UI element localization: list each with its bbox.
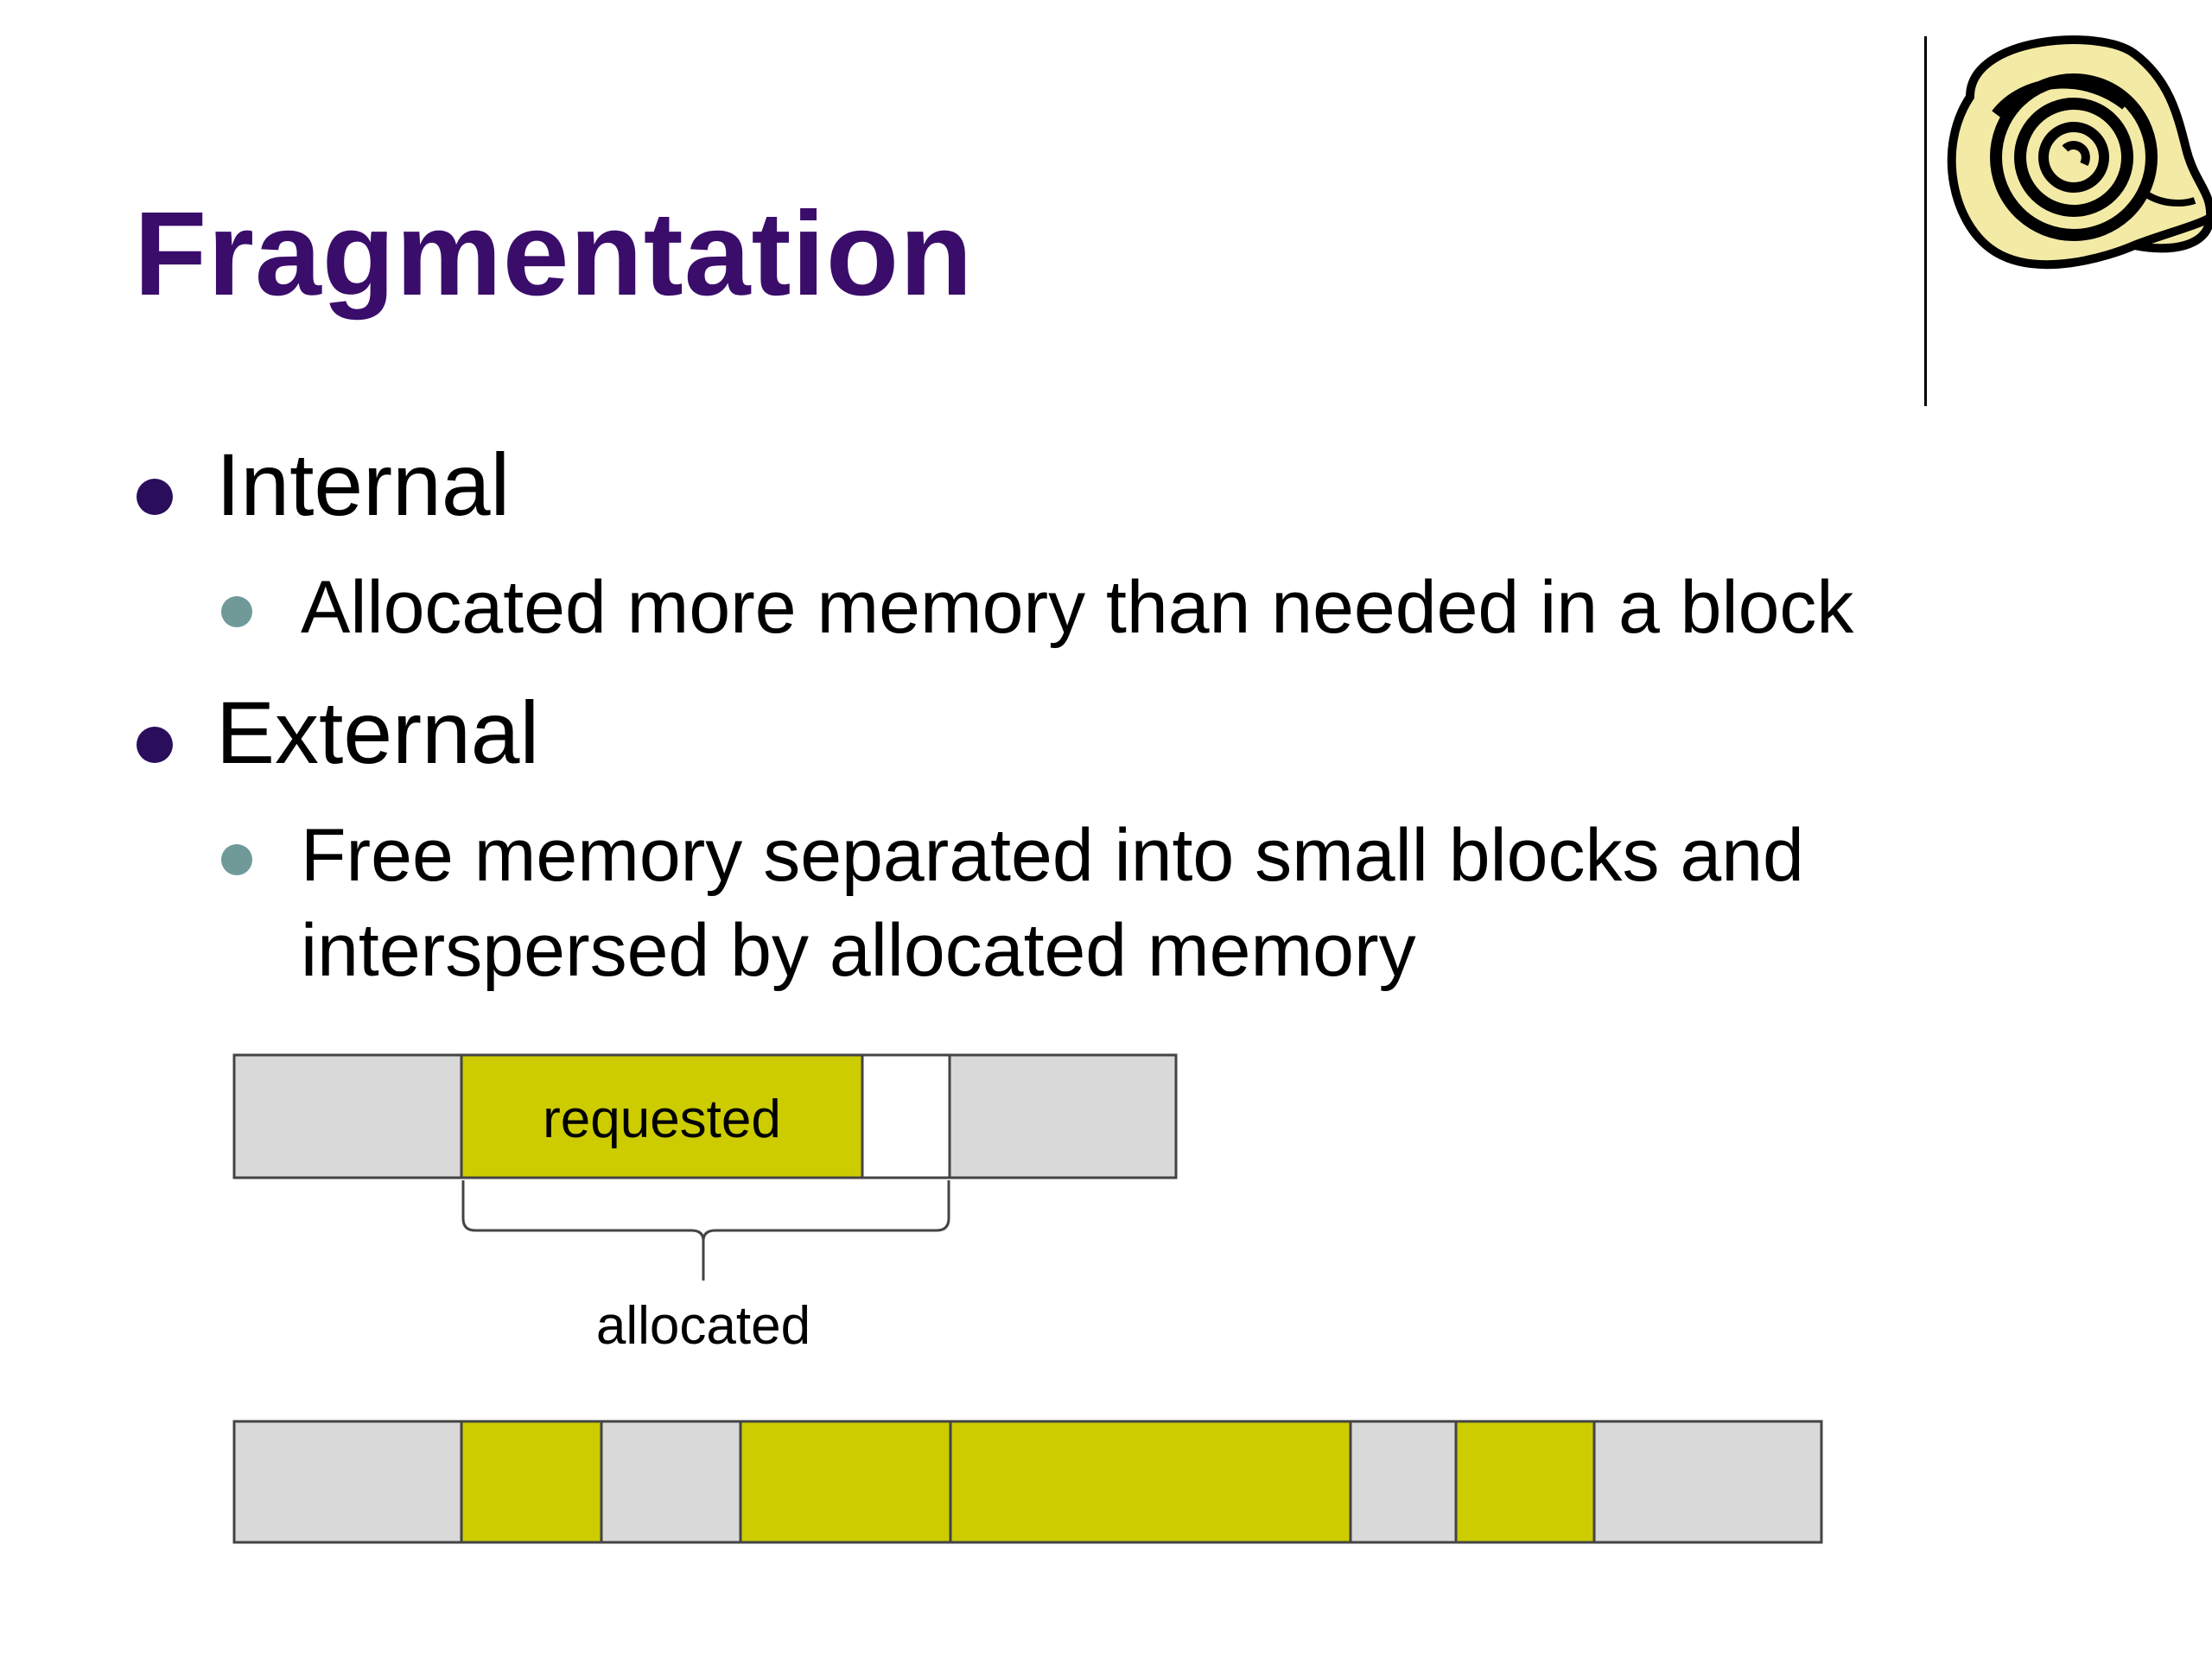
sub-bullet-dot (221, 596, 252, 627)
external-fragmentation-row (232, 1420, 1823, 1544)
free-block (1592, 1420, 1823, 1544)
bullet-dot (137, 479, 173, 515)
requested-label: requested (543, 1090, 781, 1149)
slide-title: Fragmentation (134, 188, 974, 321)
allocated-label: allocated (596, 1296, 810, 1356)
allocated-block (460, 1420, 603, 1544)
internal-fragmentation-row: requested (232, 1053, 1178, 1179)
free-block (1349, 1420, 1458, 1544)
free-block (600, 1420, 742, 1544)
sub-bullet-dot (221, 844, 252, 875)
free-block (948, 1053, 1178, 1179)
scroll-icon (1947, 35, 2212, 270)
allocated-block (1454, 1420, 1596, 1544)
free-block (232, 1053, 463, 1179)
allocated-brace (461, 1180, 950, 1281)
allocated-block (949, 1420, 1352, 1544)
allocated-block (739, 1420, 952, 1544)
free-block (232, 1420, 463, 1544)
requested-block (460, 1053, 864, 1179)
unused-allocated-block (861, 1053, 951, 1179)
title-divider (1924, 36, 1927, 406)
bullet-dot (137, 727, 173, 763)
